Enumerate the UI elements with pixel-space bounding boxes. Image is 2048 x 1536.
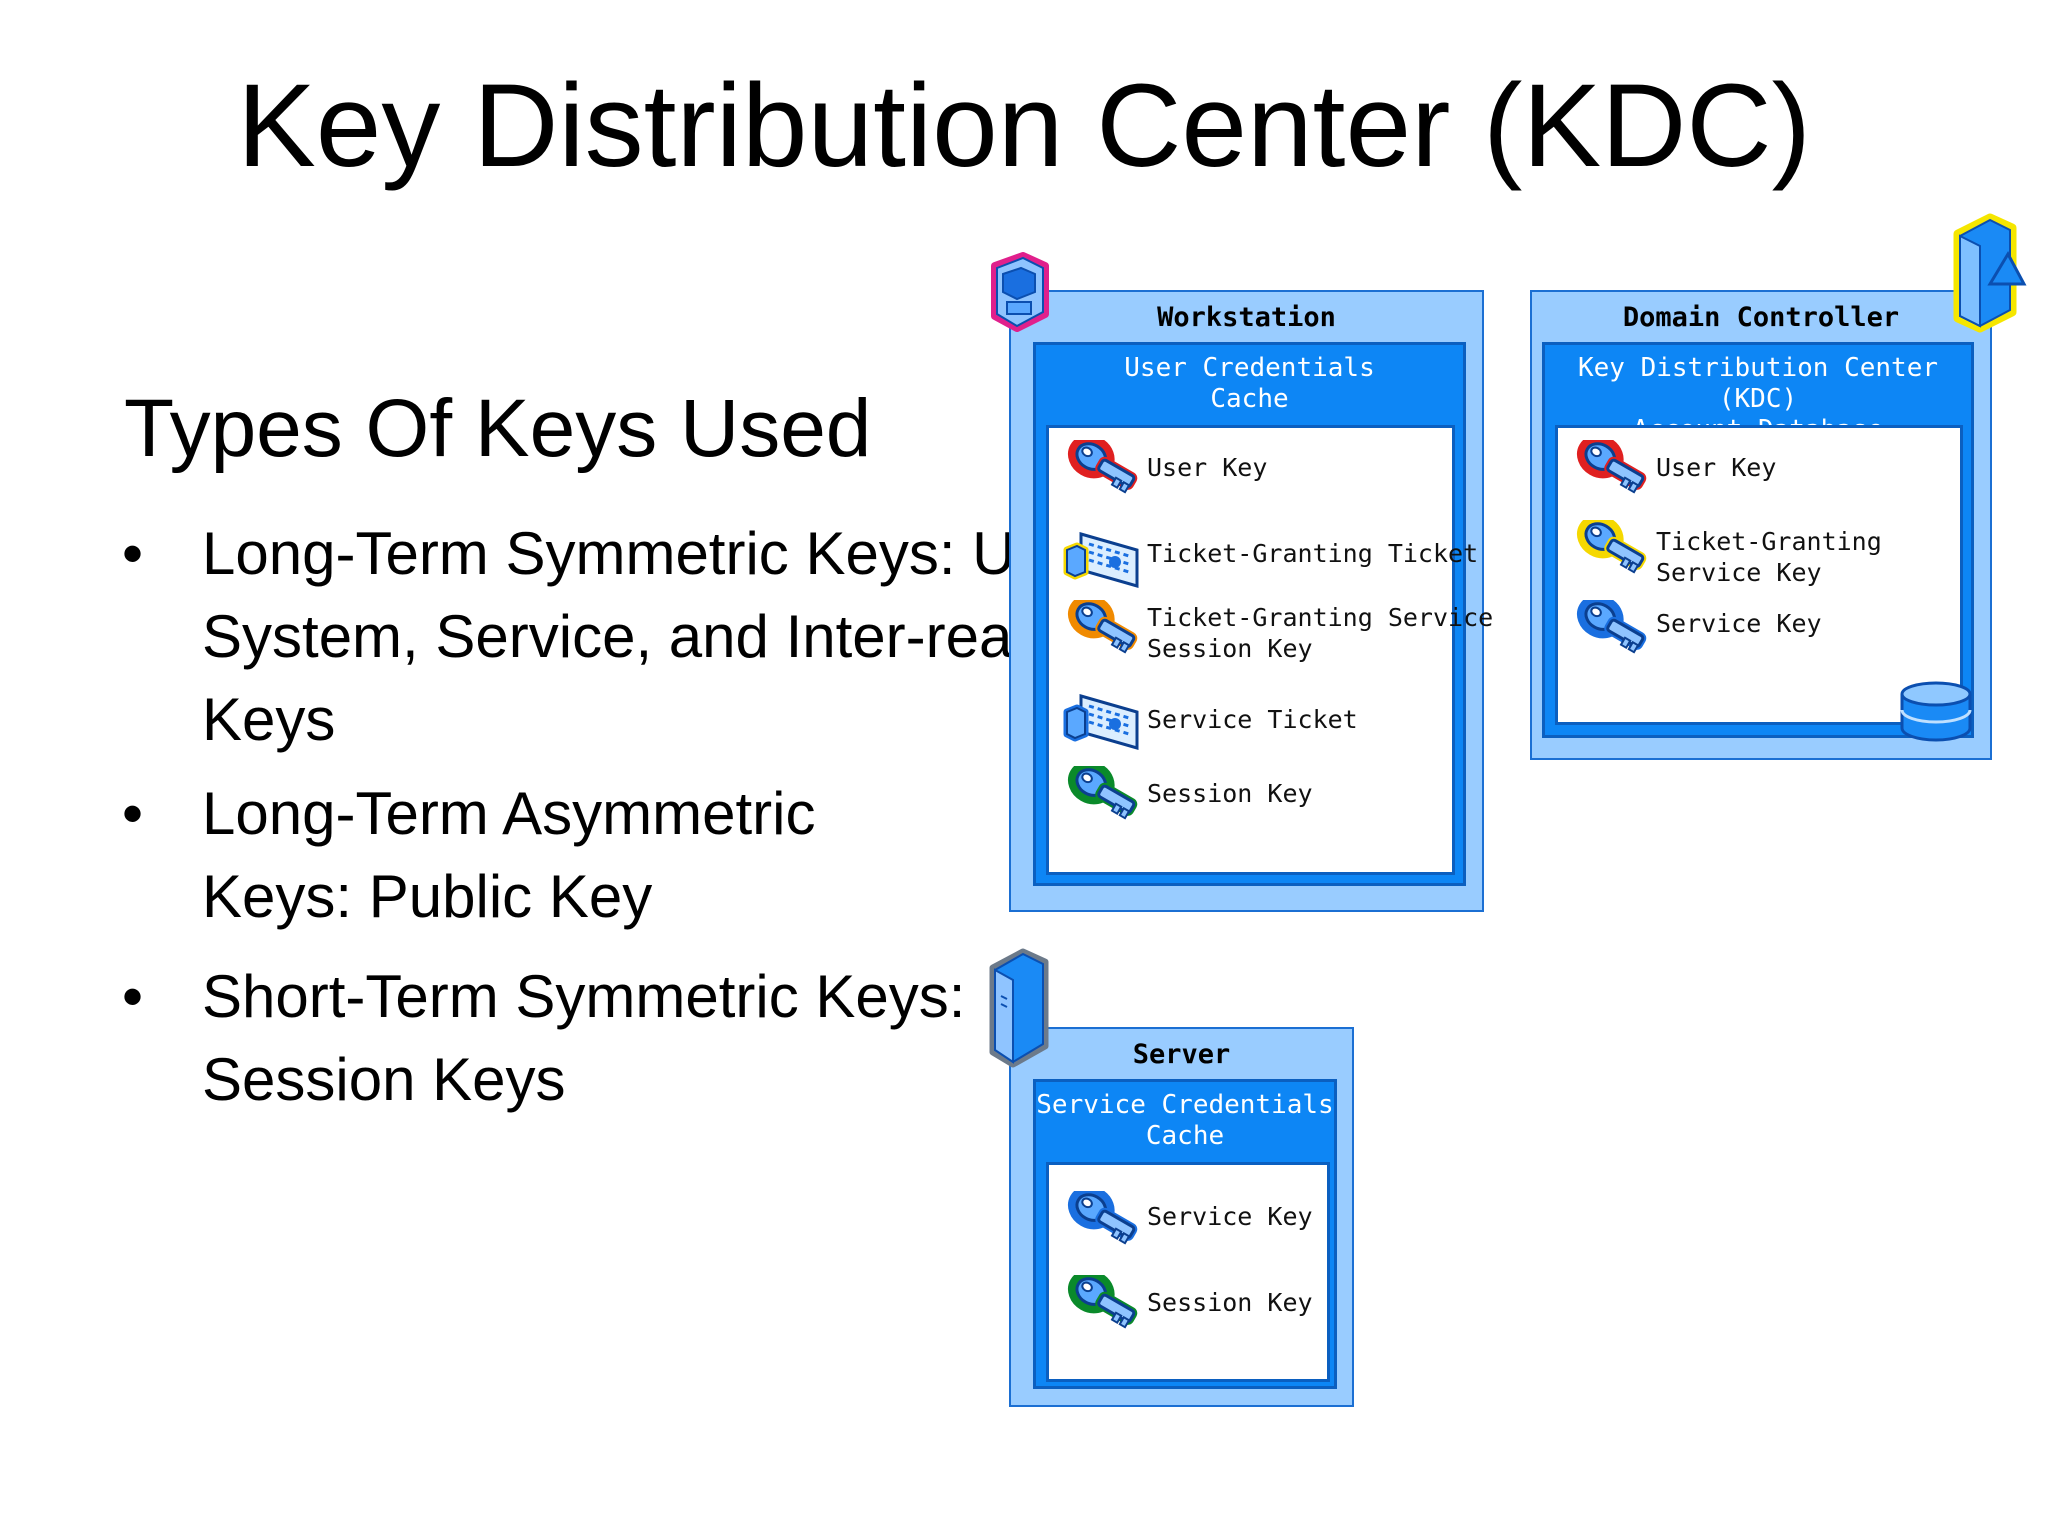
key-icon — [1572, 434, 1650, 504]
domain-controller-panel: Domain Controller Key Distribution Cente… — [1530, 290, 1992, 760]
panel-title: Domain Controller — [1622, 302, 1900, 333]
panel-title: Workstation — [1157, 302, 1336, 333]
slide-title: Key Distribution Center (KDC) — [237, 60, 1811, 192]
workstation-panel: Workstation User Credentials Cache User … — [1009, 290, 1493, 912]
panel-title: Server — [1132, 1039, 1231, 1070]
ticket-icon — [1063, 690, 1141, 754]
cache-title: User Credentials Cache — [1036, 353, 1463, 415]
key-label: Ticket-Granting Service Key — [1656, 527, 1882, 587]
key-icon — [1063, 594, 1141, 664]
workstation-computer-icon — [991, 252, 1049, 332]
key-label: Session Key — [1147, 1288, 1313, 1317]
key-label: Ticket-Granting Ticket — [1147, 539, 1479, 568]
domain-controller-server-icon — [1953, 213, 2027, 333]
key-label: Session Key — [1147, 779, 1313, 808]
key-icon — [1572, 514, 1650, 584]
bullet-text: Long-Term Symmetric Keys: User, System, … — [202, 520, 1113, 753]
bullet-dot: • — [122, 520, 144, 587]
bullet-text: Short-Term Symmetric Keys: Session Keys — [202, 963, 966, 1113]
key-label: User Key — [1656, 453, 1777, 482]
account-database: Key Distribution Center (KDC) Account Da… — [1542, 342, 1974, 738]
key-icon — [1063, 1185, 1141, 1255]
bullet-dot: • — [122, 780, 144, 847]
bullet-dot: • — [122, 963, 144, 1030]
database-icon — [1900, 681, 1972, 742]
bullet-text: Long-Term Asymmetric Keys: Public Key — [202, 780, 816, 930]
ticket-icon — [1063, 528, 1141, 592]
key-label: Service Ticket — [1147, 705, 1358, 734]
key-icon — [1063, 434, 1141, 504]
key-label: User Key — [1147, 453, 1268, 482]
section-heading: Types Of Keys Used — [124, 383, 872, 474]
key-label: Service Key — [1147, 1202, 1313, 1231]
key-icon — [1063, 760, 1141, 830]
key-icon — [1063, 1269, 1141, 1339]
key-label: Service Key — [1656, 609, 1822, 638]
cache-title-text: User Credentials Cache — [1124, 353, 1375, 414]
server-panel: Server Service Credentials Cache Service… — [1009, 1027, 1354, 1407]
key-icon — [1572, 594, 1650, 664]
key-label: Ticket-Granting Service Session Key — [1147, 603, 1494, 663]
cache-title-text: Service Credentials Cache — [1036, 1090, 1334, 1151]
cache-title: Service Credentials Cache — [1036, 1090, 1334, 1152]
server-tower-icon — [989, 948, 1049, 1068]
